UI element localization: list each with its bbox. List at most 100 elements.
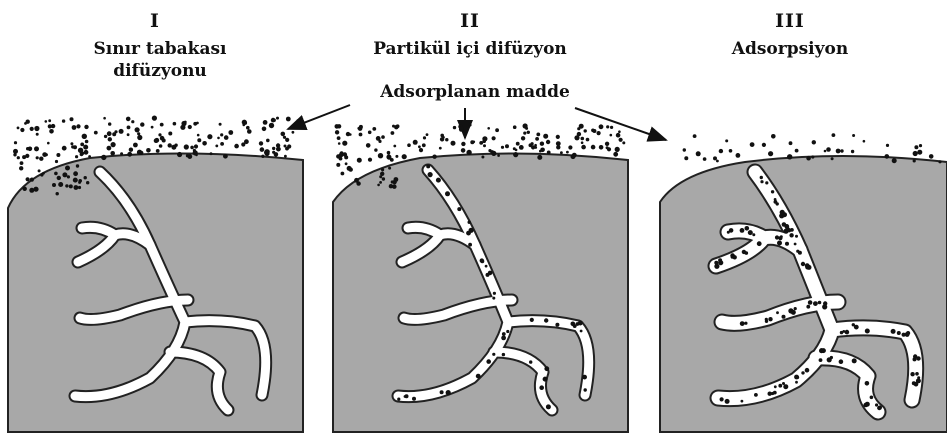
adsorbate-dot [863, 140, 866, 143]
adsorbate-dot [760, 176, 763, 179]
adsorbate-dot [391, 131, 395, 135]
adsorbate-dot [14, 141, 17, 144]
adsorbate-dot [529, 143, 533, 147]
adsorbate-dot [407, 143, 411, 147]
adsorbate-dot [486, 273, 490, 277]
adsorbate-dot [897, 331, 901, 335]
adsorbate-dot [483, 144, 486, 147]
adsorbate-dot [423, 136, 426, 139]
adsorbate-dot [832, 133, 836, 137]
adsorbate-dot [789, 141, 793, 145]
adsorbate-dot [780, 210, 785, 215]
adsorbate-dot [114, 130, 117, 133]
adsorbate-dot [335, 130, 339, 134]
adsorbate-dot [30, 127, 34, 131]
adsorbate-dot [137, 132, 140, 135]
adsorbate-dot [48, 124, 52, 128]
adsorbate-dot [140, 122, 144, 126]
adsorbate-dot [396, 124, 400, 128]
arrows [288, 105, 666, 140]
adsorbate-dot [388, 167, 391, 170]
adsorbate-dot [151, 126, 154, 129]
adsorbate-dot [272, 151, 275, 154]
adsorbate-dot [619, 138, 623, 142]
adsorbate-dot [220, 133, 223, 136]
adsorbate-dot [174, 144, 177, 147]
adsorbate-dot [65, 184, 68, 187]
adsorbate-dot [801, 371, 804, 374]
adsorbate-dot [605, 142, 609, 146]
adsorbate-dot [207, 134, 212, 139]
adsorbate-dot [139, 151, 143, 155]
adsorbate-dot [111, 142, 116, 147]
adsorbate-dot [120, 152, 123, 155]
adsorbate-dot [466, 231, 471, 236]
adsorbate-dot [696, 151, 701, 156]
adsorbate-dot [622, 141, 625, 144]
adsorbate-dot [877, 406, 881, 410]
adsorbate-dot [55, 160, 58, 163]
adsorbate-dot [606, 125, 609, 128]
adsorbate-dot [446, 390, 451, 395]
adsorbate-dot [159, 144, 163, 148]
adsorbate-dot [345, 162, 348, 165]
adsorbate-dot [284, 155, 287, 158]
adsorbate-dot [808, 300, 813, 305]
adsorbate-dot [76, 164, 79, 167]
adsorbate-dot [23, 187, 27, 191]
adsorbate-dot [284, 145, 287, 148]
adsorbate-dot [840, 149, 843, 152]
adsorbate-dot [47, 142, 50, 145]
adsorbate-dot [865, 329, 870, 334]
adsorbate-dot [127, 152, 132, 157]
adsorbate-dot [381, 135, 385, 139]
adsorbate-dot [683, 148, 686, 151]
adsorbate-dot [30, 178, 34, 182]
adsorbate-dot [104, 135, 107, 138]
adsorbate-dot [379, 181, 382, 184]
adsorbate-dot [492, 353, 495, 356]
adsorbate-dot [395, 155, 398, 158]
adsorbate-dot [52, 183, 56, 187]
adsorbate-dot [56, 192, 59, 195]
adsorbate-dot [615, 147, 620, 152]
adsorbate-dot [259, 141, 263, 145]
adsorbate-dot [826, 147, 831, 152]
adsorbate-dot [819, 358, 823, 362]
adsorbate-dot [785, 242, 789, 246]
adsorbate-dot [556, 141, 561, 146]
adsorbate-dot [750, 142, 755, 147]
adsorbate-dot [366, 143, 371, 148]
adsorbate-dot [108, 137, 112, 141]
adsorbate-dot [527, 131, 530, 134]
adsorbate-dot [481, 156, 484, 159]
adsorbate-dot [127, 126, 131, 130]
adsorbate-dot [813, 301, 818, 306]
adsorbate-dot [795, 381, 798, 384]
adsorbate-dot [247, 129, 252, 134]
adsorbate-dot [129, 148, 133, 152]
adsorbate-dot [133, 143, 138, 148]
adsorbate-dot [914, 145, 918, 149]
adsorbate-dot [891, 329, 896, 334]
adsorbate-dot [193, 149, 196, 152]
adsorbate-dot [502, 353, 505, 356]
adsorbate-dot [426, 133, 429, 136]
adsorbate-dot [224, 135, 229, 140]
adsorbate-dot [597, 131, 601, 135]
adsorbate-dot [261, 155, 264, 158]
adsorbate-dot [126, 117, 131, 122]
adsorbate-dot [885, 154, 890, 159]
adsorbate-dot [544, 318, 548, 322]
adsorbate-dot [543, 134, 548, 139]
adsorbate-dot [168, 132, 172, 136]
adsorbate-dot [162, 139, 166, 143]
adsorbate-dot [729, 228, 734, 233]
adsorbate-dot [108, 122, 111, 125]
adsorbate-dot [374, 148, 377, 151]
adsorbate-dot [505, 144, 509, 148]
adsorbate-dot [85, 140, 89, 144]
adsorbate-dot [845, 330, 850, 335]
adsorbate-dot [381, 168, 384, 171]
adsorbate-dot [262, 127, 267, 132]
